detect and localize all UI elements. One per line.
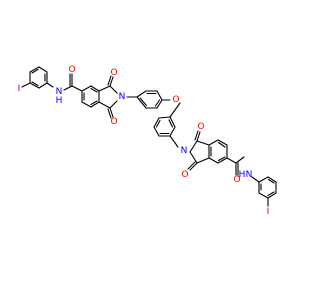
oxygen-atom-imide-left-top: O [110,68,117,78]
atom-labels: O N H I O N O O O N O O N H I [18,65,270,217]
nitrogen-atom-imide-left: N [119,92,126,102]
lower-central-phenyl [153,116,179,148]
left-imide-ring [98,75,138,119]
ether-link [169,102,181,118]
oxygen-atom-amide-right: O [233,175,240,185]
background [0,0,300,300]
nitrogen-atom-amide-left: N [56,87,63,97]
right-amide [226,156,260,183]
upper-central-phenyl [136,90,171,109]
iodine-atom-left: I [18,84,21,94]
right-iodophenyl-ring [258,176,277,207]
oxygen-atom-imide-right-bottom: O [181,170,188,180]
left-amide [63,73,83,92]
bonds [21,66,277,207]
oxygen-atom-imide-right-top: O [197,122,204,132]
hydrogen-atom-amide-left: H [56,96,63,106]
oxygen-atom-amide-left: O [68,65,75,75]
oxygen-atom-ether: O [172,95,179,105]
oxygen-atom-imide-left-bottom: O [110,117,117,127]
nitrogen-atom-imide-right: N [181,146,188,156]
nitrogen-atom-amide-right: N [246,170,253,180]
left-benzo-ring [81,85,100,108]
left-iodophenyl-ring [21,66,54,89]
hydrogen-atom-amide-right: H [239,170,246,180]
molecule-canvas: O N H I O N O O O N O O N H I [0,0,300,300]
iodine-atom-right: I [267,207,270,217]
right-imide-ring [187,130,210,171]
molecule-structure: O N H I O N O O O N O O N H I [0,0,300,300]
right-benzo-ring [208,139,228,164]
